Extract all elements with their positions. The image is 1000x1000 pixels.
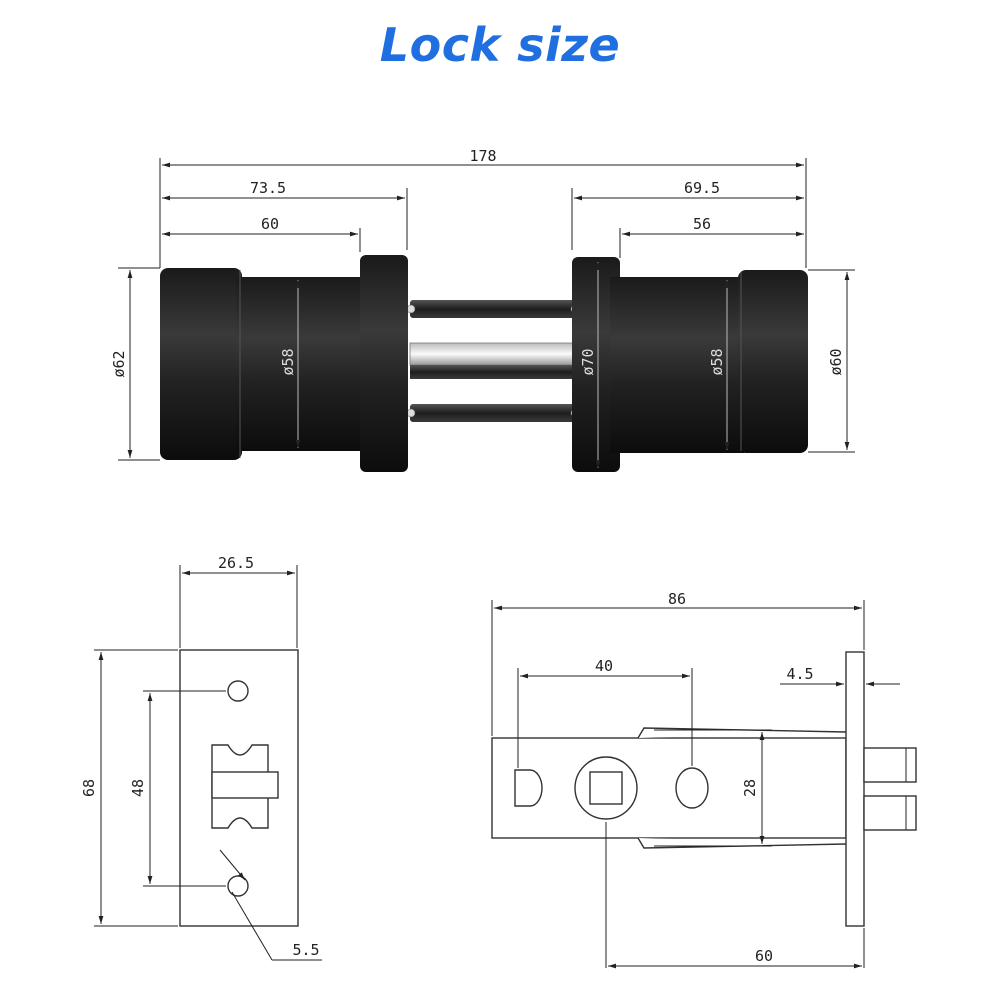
spindle-rod-middle (410, 365, 576, 379)
dim-latch-backset: 60 (755, 947, 773, 965)
dim-outer-body-diameter: ø58 (279, 348, 297, 375)
latch-screw-hole (675, 767, 709, 809)
spindle-rod-bottom (410, 404, 576, 422)
faceplate-hole-bottom (227, 875, 249, 897)
dim-inner-knob-diameter: ø60 (827, 348, 845, 375)
dim-faceplate-width: 26.5 (218, 554, 254, 572)
latch-bolt-top (863, 747, 917, 783)
latch-drawing: 86 40 4.5 28 60 (491, 590, 917, 969)
dim-outer-knob-diameter: ø62 (110, 350, 128, 377)
dim-latch-plate-thickness: 4.5 (786, 665, 813, 683)
dim-inner-handle-length: 69.5 (684, 179, 720, 197)
dim-hole-diameter: 5.5 (292, 941, 319, 959)
extension-lines (118, 158, 855, 461)
spindle-rod-top (410, 300, 576, 318)
latch-front-plate (845, 651, 865, 927)
outer-knob (160, 268, 242, 460)
dim-inner-body-diameter: ø58 (708, 348, 726, 375)
faceplate-latch-bolt (211, 771, 279, 799)
dim-faceplate-height: 68 (80, 779, 98, 797)
dim-latch-hole-distance: 40 (595, 657, 613, 675)
inner-body (610, 277, 744, 453)
latch-spindle-square (589, 771, 623, 805)
dim-latch-body-height: 28 (741, 779, 759, 797)
latch-bolt-bottom (863, 795, 917, 831)
outer-body (236, 277, 368, 451)
lock-assembly: 178 73.5 60 69.5 56 ø58 ø70 (110, 147, 855, 472)
latch-slot-left (514, 769, 543, 807)
inner-knob (738, 270, 808, 453)
latch-body (491, 737, 847, 839)
dim-rose-diameter: ø70 (579, 348, 597, 375)
dim-hole-spacing: 48 (129, 779, 147, 797)
faceplate-hole-top (227, 680, 249, 702)
page-title: Lock size (379, 18, 621, 72)
dim-inner-knob-length: 56 (693, 215, 711, 233)
spindle-pin-middle (409, 342, 577, 366)
dim-outer-handle-length: 73.5 (250, 179, 286, 197)
dim-overall-length: 178 (469, 147, 496, 165)
outer-rose (360, 255, 408, 472)
dim-outer-knob-length: 60 (261, 215, 279, 233)
faceplate-drawing: 26.5 68 48 5.5 (80, 554, 322, 961)
dim-latch-total-length: 86 (668, 590, 686, 608)
